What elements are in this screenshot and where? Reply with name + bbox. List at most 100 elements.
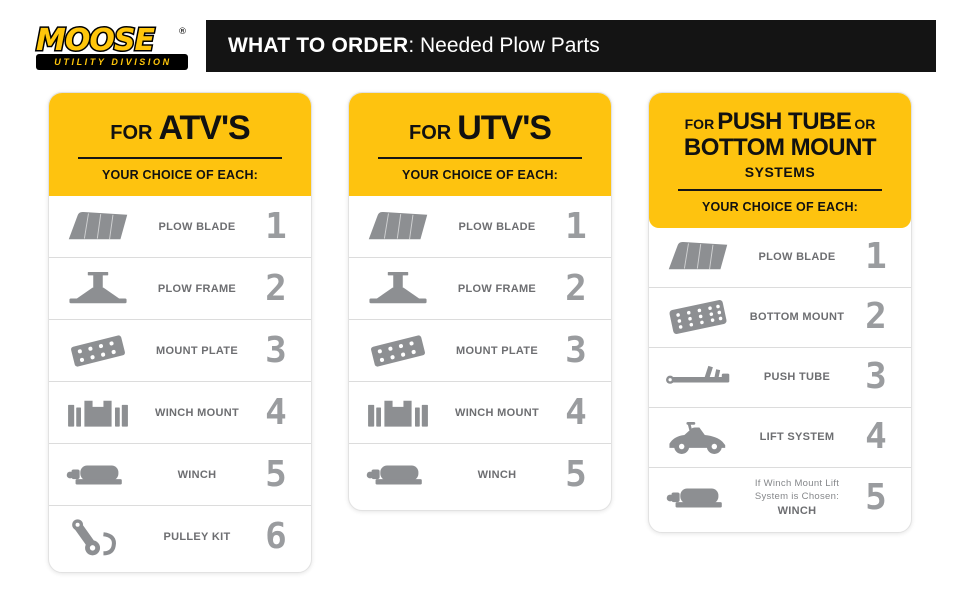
plow-frame-icon [57,268,139,310]
part-row: PLOW BLADE 1 [49,196,311,258]
winch-icon [657,477,739,519]
part-label: WINCH [477,469,517,481]
part-note: If Winch Mount Lift System is Chosen: [754,478,840,502]
part-row: MOUNT PLATE 3 [349,320,611,382]
part-row: PLOW BLADE 1 [649,228,911,288]
title-main2: BOTTOM MOUNT [683,133,877,161]
part-row: WINCH MOUNT 4 [349,382,611,444]
title-systems: SYSTEMS [744,163,816,180]
page-title-bold: WHAT TO ORDER [228,34,409,57]
title-main: UTV'S [457,109,552,147]
part-label: WINCH [777,505,817,518]
header: MOOSE ® UTILITY DIVISION WHAT TO ORDER: … [0,0,960,78]
part-row: WINCH MOUNT 4 [49,382,311,444]
part-label: WINCH MOUNT [155,406,239,419]
logo-text: MOOSE [36,23,155,57]
title-main: ATV'S [158,109,250,147]
card-subtitle: YOUR CHOICE OF EACH: [401,168,559,182]
part-number: 4 [565,391,587,433]
title-divider [677,188,883,191]
part-number: 5 [565,454,587,495]
part-row: If Winch Mount Lift System is Chosen: WI… [649,468,911,528]
card-subtitle: YOUR CHOICE OF EACH: [101,168,259,182]
part-row: PLOW BLADE 1 [349,196,611,258]
winch-mount-icon [57,392,139,434]
part-row: PULLEY KIT 6 [49,506,311,568]
part-label: PLOW FRAME [457,282,537,295]
part-row: LIFT SYSTEM 4 [649,408,911,468]
winch-icon [357,454,439,496]
part-label: LIFT SYSTEM [759,431,835,444]
card-atv-rows: PLOW BLADE 1 PLOW FRAME 2 MOUNT PLATE 3 … [49,196,311,572]
card-push-title-line2: BOTTOM MOUNT [661,133,899,161]
title-or: OR [854,116,876,132]
title-main1: PUSH TUBE [717,108,852,135]
winch-icon [57,454,139,496]
part-label: PULLEY KIT [163,531,231,543]
part-number: 2 [565,267,587,309]
title-prefix: FOR [110,122,153,144]
part-number: 3 [265,329,287,371]
part-number: 1 [565,205,587,247]
moose-logo-wordmark: MOOSE ® [35,23,188,57]
part-row: WINCH 5 [349,444,611,506]
title-divider [77,157,283,159]
plow-blade-icon [57,206,139,248]
part-label: PLOW BLADE [458,220,536,233]
registered-mark: ® [178,27,187,37]
part-row: PLOW FRAME 2 [349,258,611,320]
plow-blade-icon [357,206,439,248]
part-label: PLOW BLADE [758,251,836,264]
mount-plate-icon [357,330,439,372]
part-number: 5 [265,453,287,495]
part-number: 3 [865,356,887,398]
part-number: 6 [265,516,287,557]
logo-subtitle: UTILITY DIVISION [36,53,188,70]
part-number: 3 [565,329,587,371]
mount-plate-icon [57,330,139,372]
pulley-kit-icon [57,516,139,558]
page-title-rest: : Needed Plow Parts [408,34,600,57]
moose-logo: MOOSE ® UTILITY DIVISION [26,23,198,70]
part-number: 2 [865,296,887,338]
part-number: 2 [265,267,287,309]
lift-system-icon [657,416,739,458]
part-row: PUSH TUBE 3 [649,348,911,408]
part-label: PUSH TUBE [763,371,831,384]
part-label: MOUNT PLATE [456,344,538,357]
header-title-bar: WHAT TO ORDER: Needed Plow Parts [206,20,936,72]
winch-mount-icon [357,392,439,434]
title-prefix: FOR [409,122,452,144]
title-divider [377,157,583,159]
part-row: BOTTOM MOUNT 2 [649,288,911,348]
title-prefix: FOR [684,116,715,132]
part-label-with-note: If Winch Mount Lift System is Chosen: WI… [739,478,855,517]
part-number: 4 [865,416,887,458]
card-subtitle: YOUR CHOICE OF EACH: [701,199,859,214]
plow-blade-icon [657,236,739,278]
part-number: 1 [265,205,287,247]
part-label: MOUNT PLATE [156,344,238,357]
part-row: WINCH 5 [49,444,311,506]
part-number: 5 [865,476,887,518]
part-row: PLOW FRAME 2 [49,258,311,320]
plow-frame-icon [357,268,439,310]
card-push-rows: PLOW BLADE 1 BOTTOM MOUNT 2 PUSH TUBE 3 … [649,228,911,532]
part-label: WINCH [177,468,217,481]
part-row: MOUNT PLATE 3 [49,320,311,382]
push-tube-icon [657,356,739,398]
part-label: PLOW FRAME [157,282,237,295]
bottom-mount-icon [657,296,739,338]
part-label: BOTTOM MOUNT [749,311,845,324]
card-utv-rows: PLOW BLADE 1 PLOW FRAME 2 MOUNT PLATE 3 … [349,196,611,510]
